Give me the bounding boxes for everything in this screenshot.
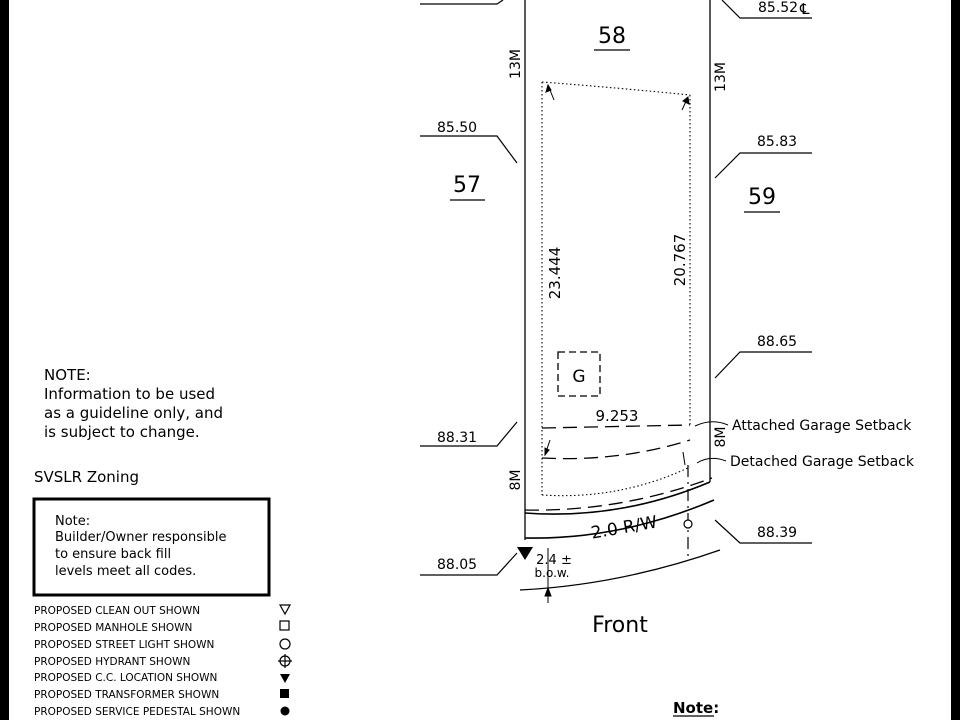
bow-arc xyxy=(519,549,721,591)
detached-setback-line xyxy=(541,439,691,460)
elevation-leaders xyxy=(420,0,812,576)
circle-cross-icon xyxy=(278,654,292,668)
note-general-line-1: Information to be used xyxy=(44,385,215,403)
legend-item-label: PROPOSED TRANSFORMER SHOWN xyxy=(34,689,219,701)
dim-left-depth: 23.444 xyxy=(546,247,564,300)
lot-number-left: 57 xyxy=(453,173,481,198)
legend-item-label: PROPOSED MANHOLE SHOWN xyxy=(34,622,192,634)
detached-setback-label: Detached Garage Setback xyxy=(730,454,915,470)
note-box-title: Note: xyxy=(55,514,90,529)
corner-arrows xyxy=(544,83,690,466)
zoning-label: SVSLR Zoning xyxy=(34,468,139,486)
note-bottom-title: Note: xyxy=(673,699,719,717)
note-general-line-3: is subject to change. xyxy=(44,423,200,441)
filled-down-triangle-icon xyxy=(280,674,290,683)
legend-item-label: PROPOSED HYDRANT SHOWN xyxy=(34,656,190,668)
attached-setback-label: Attached Garage Setback xyxy=(732,418,912,434)
attached-setback-arrow xyxy=(694,421,729,427)
dim-right-side: 13M xyxy=(713,62,729,92)
sheet-border-left xyxy=(0,0,9,720)
note-box-line-1: Builder/Owner responsible xyxy=(55,530,226,545)
hollow-circle-icon xyxy=(279,638,291,650)
elev-right-mid: 88.65 xyxy=(757,334,797,350)
legend-item-label: PROPOSED STREET LIGHT SHOWN xyxy=(34,639,214,651)
legend-item-label: PROPOSED C.C. LOCATION SHOWN xyxy=(34,672,217,684)
filled-square-icon xyxy=(280,689,289,698)
filled-circle-icon xyxy=(280,706,290,716)
elev-top-right: 85.52 xyxy=(758,0,798,16)
dim-garage-width: 9.253 xyxy=(596,407,639,425)
elev-left-upper: 85.50 xyxy=(437,120,477,136)
legend-item-label: PROPOSED SERVICE PEDESTAL SHOWN xyxy=(34,706,240,718)
dim-left-front: 8M xyxy=(508,470,524,491)
bow-dimension-arrow xyxy=(544,548,552,603)
dim-left-side: 13M xyxy=(508,49,524,79)
service-circle-marker xyxy=(683,519,693,529)
sheet-border-right xyxy=(951,0,960,720)
dim-right-front: 8M xyxy=(713,427,729,448)
garage-marker-box xyxy=(557,351,601,397)
note-box-line-3: levels meet all codes. xyxy=(55,564,196,579)
bow-label: b.o.w. xyxy=(535,566,570,580)
cc-location-marker xyxy=(517,547,533,560)
front-setback-line xyxy=(524,477,713,511)
dim-right-of-way: 2.0 R/W xyxy=(590,512,659,543)
note-box-line-2: to ensure back fill xyxy=(55,547,171,562)
elev-left-lower: 88.05 xyxy=(437,557,477,573)
elev-left-mid: 88.31 xyxy=(437,430,477,446)
hollow-square-icon xyxy=(279,620,290,631)
lot-outline xyxy=(524,0,715,540)
dim-right-depth: 20.767 xyxy=(671,234,689,287)
lot-number-main: 58 xyxy=(598,24,626,49)
lot-number-right: 59 xyxy=(748,185,776,210)
centerline-symbol: ℄ xyxy=(799,0,810,18)
note-general-line-2: as a guideline only, and xyxy=(44,404,223,422)
building-envelope xyxy=(541,81,691,497)
front-label: Front xyxy=(592,613,648,638)
legend: PROPOSED CLEAN OUT SHOWN PROPOSED MANHOL… xyxy=(34,604,292,718)
elev-right-lower: 88.39 xyxy=(757,525,797,541)
garage-marker-label: G xyxy=(572,367,585,387)
legend-item-label: PROPOSED CLEAN OUT SHOWN xyxy=(34,605,200,617)
attached-setback-line xyxy=(541,424,691,429)
note-box xyxy=(32,497,271,597)
detached-setback-arrow xyxy=(696,457,727,464)
elev-right-upper: 85.83 xyxy=(757,134,797,150)
hollow-down-triangle-icon xyxy=(278,604,292,616)
bow-value: 2.4 ± xyxy=(536,553,572,568)
note-general-title: NOTE: xyxy=(44,366,91,384)
